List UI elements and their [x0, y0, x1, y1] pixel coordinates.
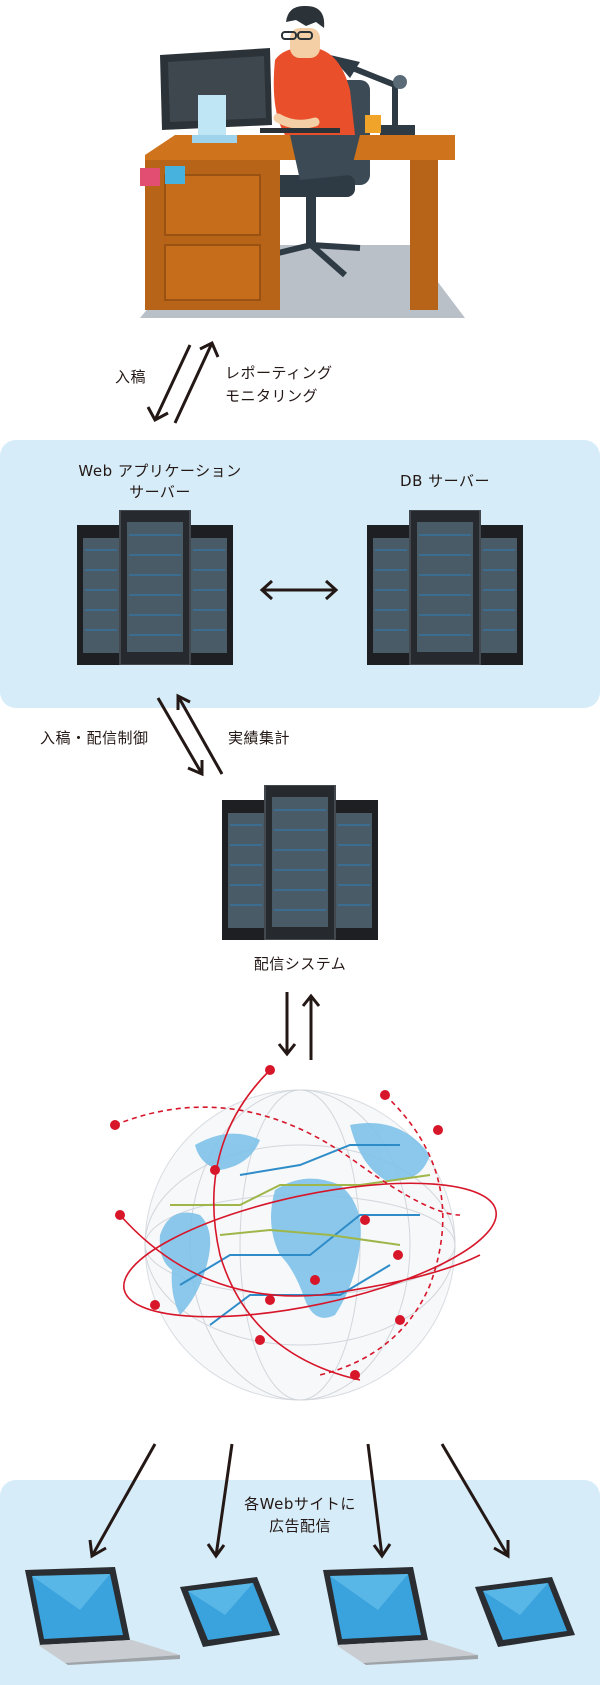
network-arrow-pair [277, 992, 321, 1060]
arrow-to-laptop-2 [366, 1443, 384, 1557]
monitoring-label: モニタリング [225, 387, 319, 405]
control-arrow-down [156, 697, 204, 775]
server-sync-arrow [259, 579, 339, 601]
report-arrow-up [173, 342, 214, 424]
db-server-title: DB サーバー [400, 472, 490, 490]
tablet-icon [180, 1577, 280, 1647]
laptop-icon [25, 1567, 180, 1665]
delivery-system-title: 配信システム [253, 955, 347, 973]
middle-arrow-pair [156, 693, 224, 777]
web-server-title-line1: Web アプリケーション [78, 462, 242, 480]
devices-caption-line2: 広告配信 [268, 1517, 331, 1535]
submit-label: 入稿 [115, 368, 147, 386]
aggregate-arrow-up [176, 695, 224, 775]
red-orbits [114, 1069, 497, 1381]
arrow-to-tablet-1 [214, 1443, 234, 1557]
db-server-rack-icon [367, 510, 523, 665]
laptop-icon [323, 1567, 478, 1665]
arrowhead-down [146, 406, 169, 423]
submit-control-label: 入稿・配信制御 [40, 729, 149, 747]
operator-illustration [140, 5, 465, 318]
desk [140, 135, 455, 310]
circuit-lines-blue [179, 1144, 420, 1326]
global-network-globe [110, 1065, 497, 1401]
continents [159, 1123, 430, 1318]
top-arrow-pair [146, 340, 220, 424]
tablet-icon [475, 1577, 575, 1647]
network-nodes [110, 1065, 443, 1380]
mug [365, 115, 381, 133]
desk-lamp [330, 55, 415, 135]
monitor [160, 48, 272, 143]
delivery-fanout-arrows [88, 1443, 510, 1559]
web-server-title-line2: サーバー [129, 483, 191, 501]
arrow-to-laptop-1 [90, 1443, 157, 1557]
devices-caption-line1: 各Webサイトに [244, 1495, 356, 1513]
arrowhead-up [199, 340, 220, 358]
reporting-label: レポーティング [225, 364, 333, 382]
web-server-rack-icon [77, 510, 233, 665]
aggregate-label: 実績集計 [228, 729, 291, 747]
delivery-server-rack-icon [222, 785, 378, 940]
person [260, 5, 360, 180]
arrow-to-tablet-2 [440, 1443, 510, 1557]
submit-arrow-down [153, 344, 192, 421]
